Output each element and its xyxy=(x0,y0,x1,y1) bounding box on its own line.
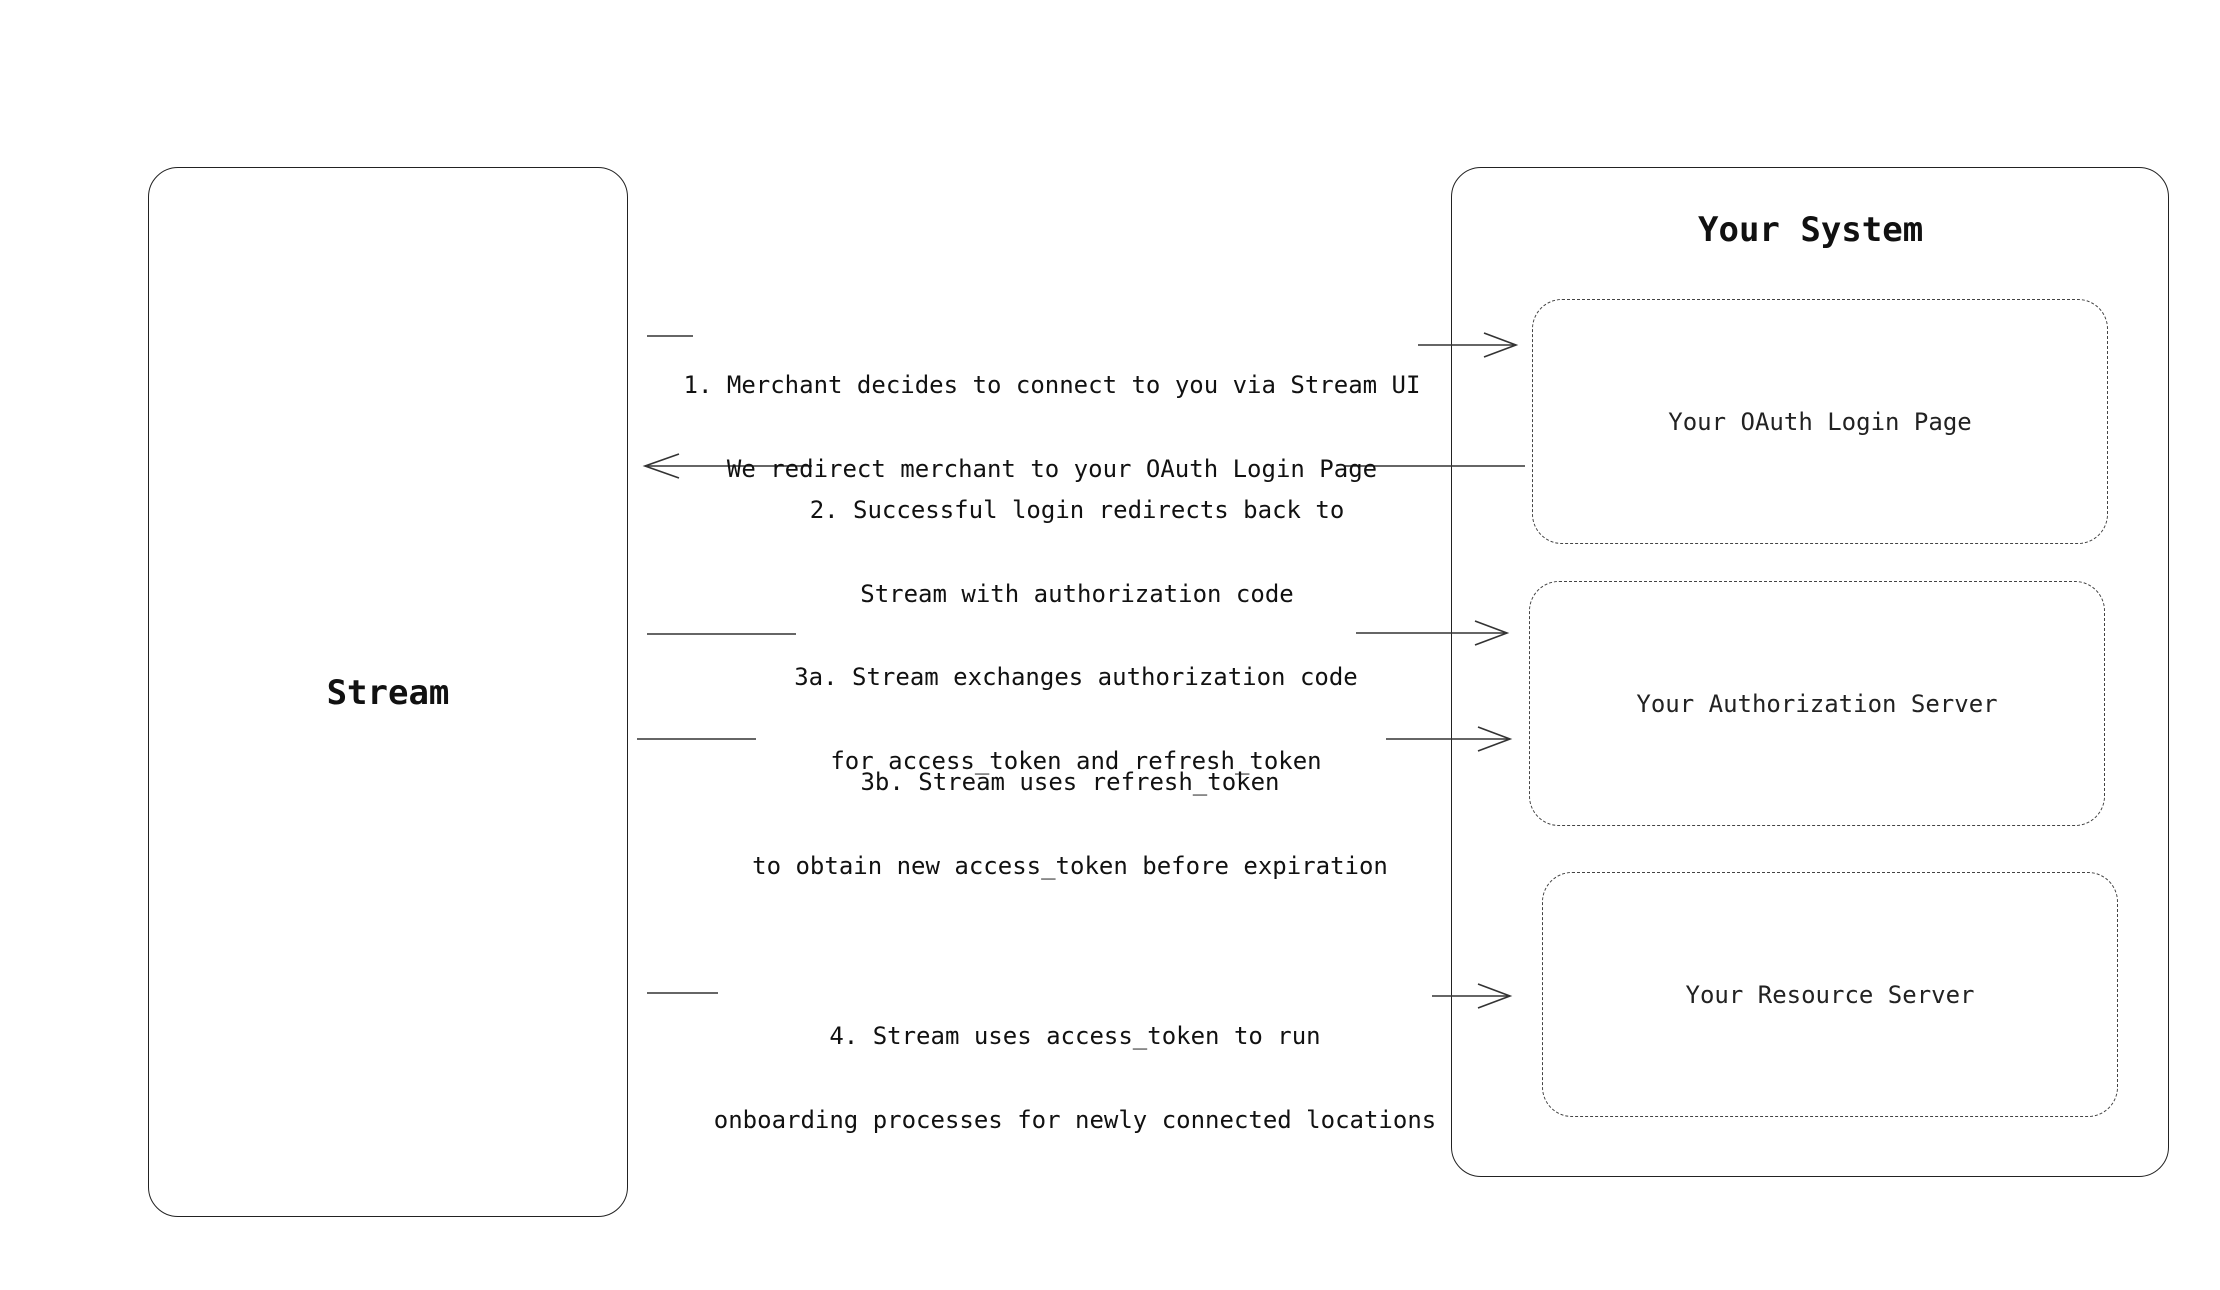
step4-label: 4. Stream uses access_token to run onboa… xyxy=(714,966,1436,1162)
step3a-line2: for access_token and refresh_token xyxy=(830,747,1322,775)
resource-server-box: Your Resource Server xyxy=(1542,872,2118,1117)
step3b-label: 3b. Stream uses refresh_token to obtain … xyxy=(752,712,1388,908)
step2-line2: Stream with authorization code xyxy=(860,580,1294,608)
step3b-arrowhead xyxy=(1477,726,1513,752)
step1-arrowhead xyxy=(1483,332,1519,358)
resource-server-label: Your Resource Server xyxy=(1685,980,1975,1009)
authorization-server-label: Your Authorization Server xyxy=(1636,689,1998,718)
step2-arrowhead xyxy=(642,453,680,479)
step3b-line2: to obtain new access_token before expira… xyxy=(752,852,1388,880)
step2-line1: 2. Successful login redirects back to xyxy=(809,496,1345,524)
step2-label: 2. Successful login redirects back to St… xyxy=(810,440,1345,636)
stream-box: Stream xyxy=(148,167,628,1217)
step1-line1: 1. Merchant decides to connect to you vi… xyxy=(683,371,1421,399)
step3a-arrowhead xyxy=(1474,620,1510,646)
oauth-login-page-box: Your OAuth Login Page xyxy=(1532,299,2108,544)
step3b-line1: 3b. Stream uses refresh_token xyxy=(860,768,1280,796)
step3a-label: 3a. Stream exchanges authorization code … xyxy=(794,607,1358,803)
oauth-login-page-label: Your OAuth Login Page xyxy=(1668,407,1972,436)
your-system-title: Your System xyxy=(1698,210,1924,250)
step4-line2: onboarding processes for newly connected… xyxy=(713,1106,1437,1134)
authorization-server-box: Your Authorization Server xyxy=(1529,581,2105,826)
step4-line1: 4. Stream uses access_token to run xyxy=(829,1022,1321,1050)
step1-label: 1. Merchant decides to connect to you vi… xyxy=(684,315,1421,511)
step3a-line1: 3a. Stream exchanges authorization code xyxy=(794,663,1358,691)
step1-line2: We redirect merchant to your OAuth Login… xyxy=(726,455,1378,483)
stream-label: Stream xyxy=(326,673,450,713)
step4-arrowhead xyxy=(1477,983,1513,1009)
